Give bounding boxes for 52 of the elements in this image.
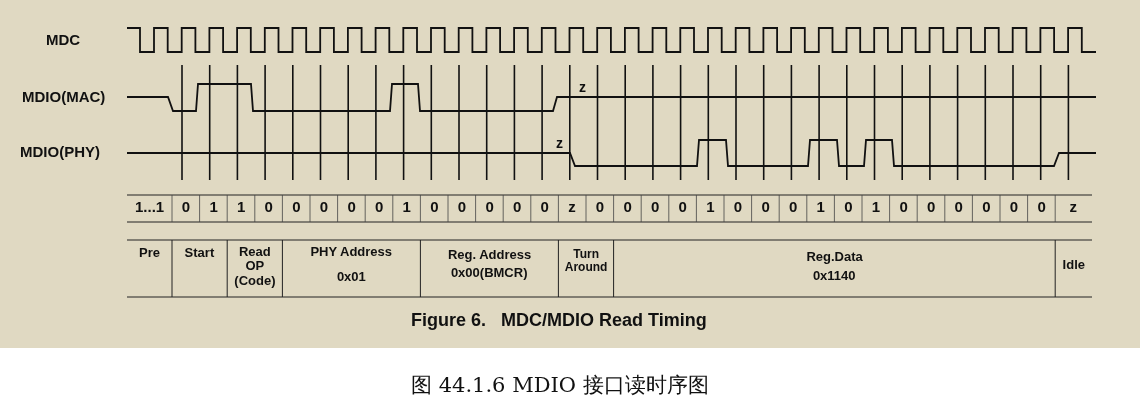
signal-name: MDIO(MAC)	[22, 89, 106, 106]
bit-value: 0	[595, 199, 605, 216]
bit-value: z	[568, 199, 576, 216]
field-value: 0x00(BMCR)	[450, 266, 528, 281]
field-name: Turn Around	[563, 248, 609, 275]
bit-value: 1	[706, 199, 715, 216]
bit-value: 1	[402, 199, 411, 216]
bit-value: 0	[292, 199, 301, 216]
bit-value: 0	[319, 199, 329, 216]
bit-value: 0	[678, 199, 687, 216]
bit-value: 0	[954, 199, 963, 216]
bit-value: 1	[816, 199, 825, 216]
bit-value: 0	[899, 199, 908, 216]
field-name: Pre	[139, 246, 160, 261]
signal-name: MDIO(PHY)	[20, 144, 100, 161]
bit-value: 0	[264, 199, 273, 216]
bit-value: 0	[375, 199, 384, 216]
bit-value: 1	[209, 199, 218, 216]
field-name: Read OP (Code)	[233, 245, 277, 288]
bit-value: 0	[1009, 199, 1019, 216]
bit-value: 0	[982, 199, 991, 216]
bit-value: 0	[485, 199, 494, 216]
signal-name: MDC	[46, 32, 81, 49]
field-name: Reg. Address	[447, 248, 532, 263]
field-value: 0x01	[336, 270, 366, 285]
bit-value: 0	[347, 199, 356, 216]
figure-title: Figure 6. MDC/MDIO Read Timing	[411, 311, 707, 331]
bit-value: 1	[871, 199, 881, 216]
high-impedance-mark: z	[556, 136, 563, 152]
high-impedance-mark: z	[579, 80, 586, 96]
bit-value: 0	[457, 199, 467, 216]
bit-value: 0	[181, 199, 191, 216]
bit-value: 0	[651, 199, 660, 216]
field-name: Reg.Data	[806, 250, 863, 265]
bit-value: 0	[1037, 199, 1046, 216]
bit-value: 0	[540, 199, 549, 216]
figure-caption: 图 44.1.6 MDIO 接口读时序图	[411, 374, 709, 398]
field-value: 0x1140	[812, 269, 856, 284]
bit-value: 0	[623, 199, 632, 216]
bit-value: 0	[761, 199, 770, 216]
bit-value: 1	[237, 199, 246, 216]
bit-value: 0	[927, 199, 936, 216]
bit-value: z	[1069, 199, 1078, 216]
bit-value: 0	[844, 199, 853, 216]
bit-value: 0	[513, 199, 522, 216]
bit-value: 0	[733, 199, 743, 216]
field-name: Start	[184, 246, 215, 261]
bit-value: 0	[789, 199, 798, 216]
field-name: Idle	[1062, 258, 1085, 273]
field-name: PHY Address	[310, 245, 393, 260]
bit-value: 1...1	[135, 199, 165, 216]
bit-value: 0	[430, 199, 439, 216]
